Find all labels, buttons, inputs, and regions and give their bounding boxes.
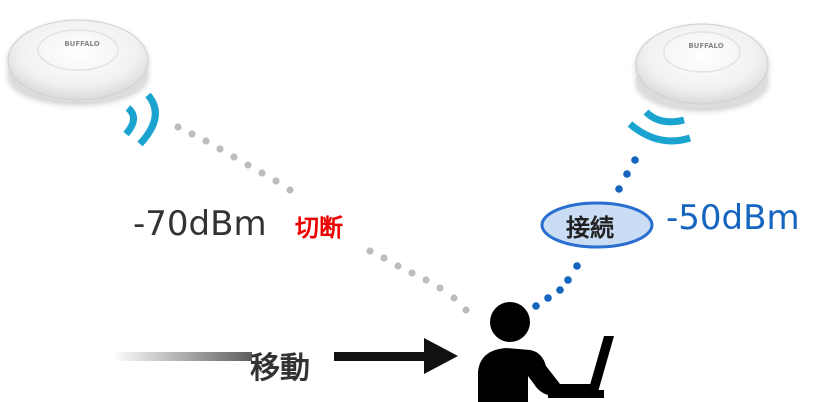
right-ap-brand: BUFFALO: [688, 42, 723, 50]
disconnected-label: 切断: [295, 214, 343, 242]
right-signal-strength: -50dBm: [666, 198, 800, 238]
disconnected-link-dots: [174, 123, 470, 314]
movement-label: 移動: [250, 351, 310, 386]
left-signal-wave-icon: [123, 92, 159, 147]
left-signal-strength: -70dBm: [133, 204, 267, 244]
connection-badge: [540, 201, 654, 249]
right-signal-wave-icon: [627, 109, 692, 145]
right-access-point: BUFFALO: [635, 23, 769, 108]
connected-label: 接続: [566, 214, 614, 242]
left-access-point: BUFFALO: [7, 19, 149, 102]
person-laptop-icon: [478, 302, 614, 402]
left-ap-brand: BUFFALO: [64, 40, 99, 48]
movement-arrow: [112, 338, 458, 374]
